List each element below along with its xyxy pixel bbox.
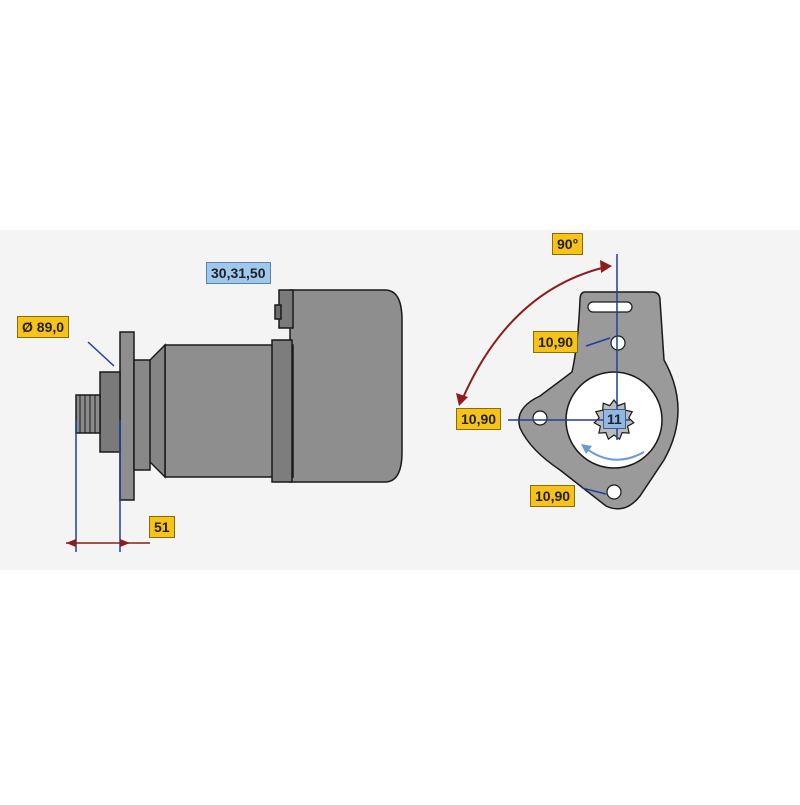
top-slot xyxy=(587,301,633,313)
left-hole-label: 10,90 xyxy=(456,408,502,430)
angle-arrow-top xyxy=(600,260,612,273)
mounting-hole-bottom xyxy=(606,484,622,500)
top-hole-leader xyxy=(585,337,611,347)
rotation-direction-arrowhead xyxy=(581,444,592,454)
end-dimensions xyxy=(456,254,630,495)
terminal-stud xyxy=(274,304,282,320)
starter-side-view xyxy=(75,289,403,501)
side-dimensions xyxy=(66,341,150,552)
angle-arc xyxy=(461,266,607,401)
nose-ring xyxy=(99,371,121,453)
flange-end-view xyxy=(518,291,679,510)
mounting-hole-left xyxy=(532,410,548,426)
flange-diameter-label: Ø 89,0 xyxy=(17,316,70,338)
terminals-label: 30,31,50 xyxy=(206,262,271,284)
flange-collar xyxy=(133,359,151,471)
flange-offset-label: 51 xyxy=(149,516,175,538)
diameter-leader xyxy=(87,341,115,367)
bottom-hole-leader xyxy=(581,487,607,495)
pinion-teeth-label: 11 xyxy=(603,409,626,429)
rotation-angle-label: 90° xyxy=(552,233,584,255)
solenoid-housing xyxy=(289,289,403,483)
mounting-flange xyxy=(119,331,135,501)
mounting-hole-top xyxy=(610,335,626,351)
bottom-hole-label: 10,90 xyxy=(530,485,576,507)
angle-arrow-bottom xyxy=(456,393,468,406)
motor-band xyxy=(271,339,293,483)
top-hole-label: 10,90 xyxy=(533,331,579,353)
offset-arrow-right xyxy=(120,539,130,547)
offset-arrow-left xyxy=(66,539,76,547)
